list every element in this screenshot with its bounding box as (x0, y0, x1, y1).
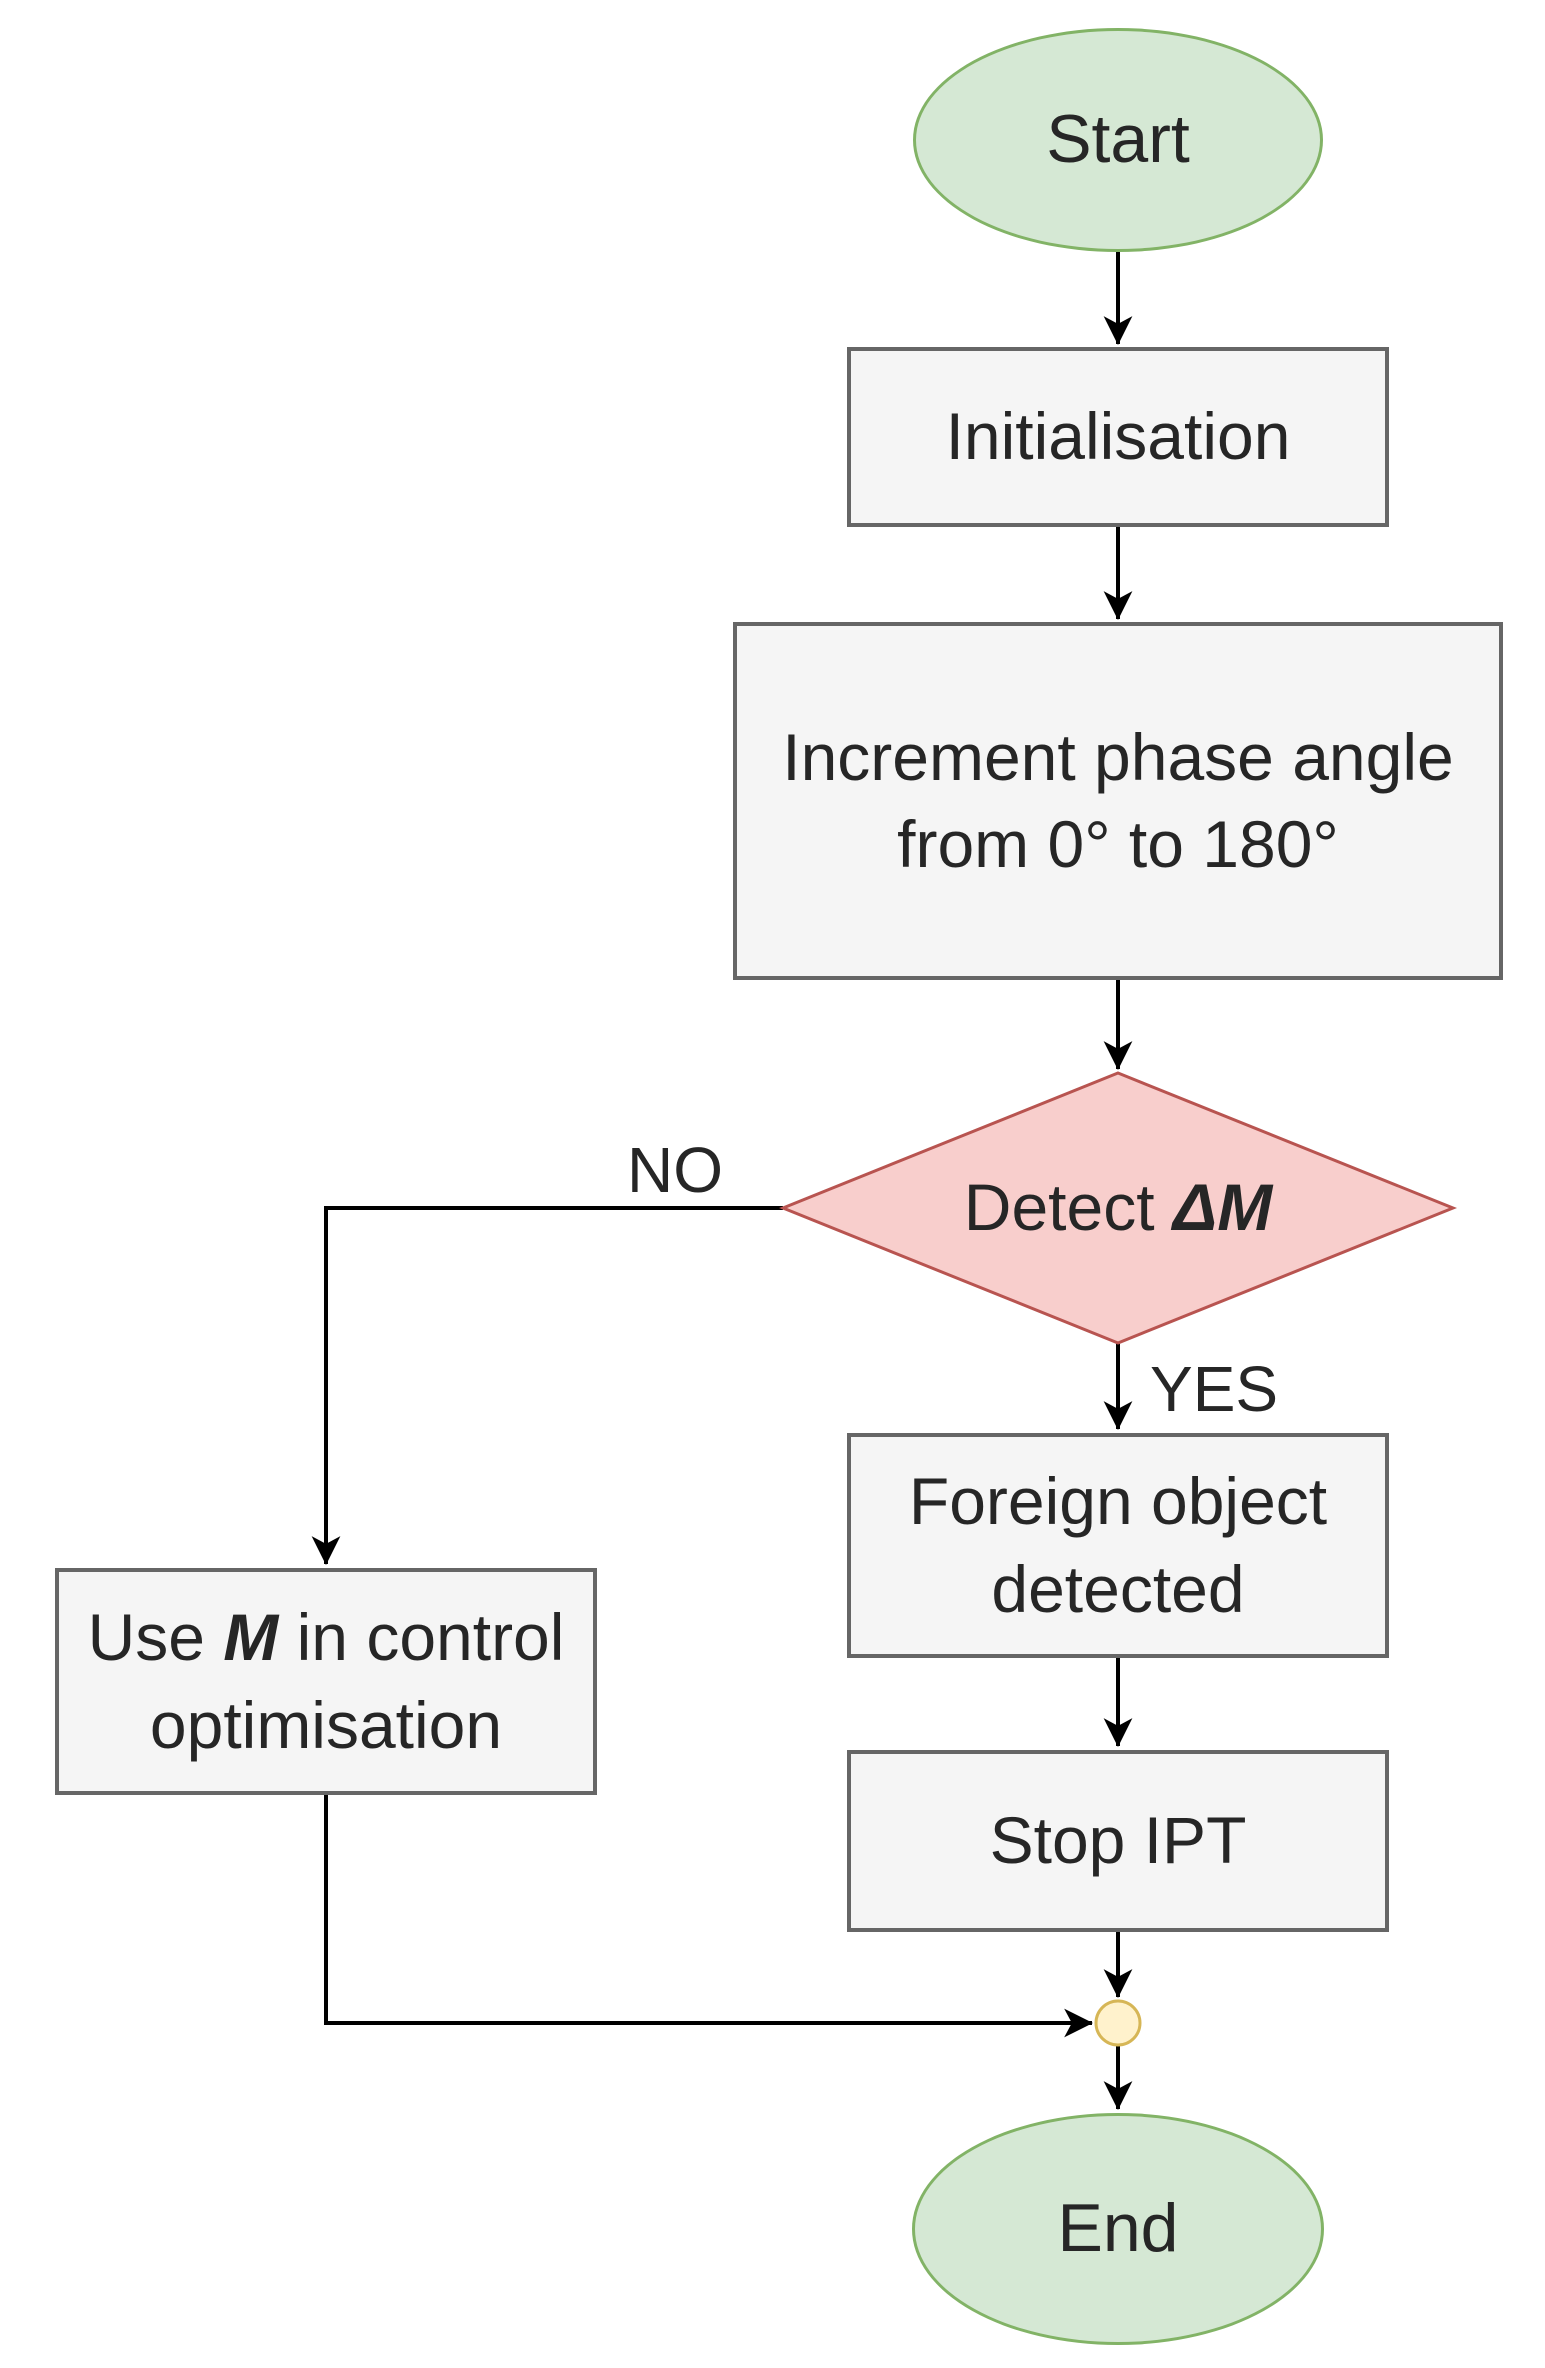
start-label: Start (1046, 101, 1190, 178)
detect-delta-m-decision: Detect ΔM (783, 1073, 1453, 1343)
use-m-in-control-optimisation-process: Use M in control optimisation (55, 1568, 597, 1795)
stop-ipt-label: Stop IPT (989, 1803, 1247, 1878)
decision-diamond-shape (778, 1071, 1458, 1345)
no-branch-label: NO (627, 1134, 723, 1206)
m-symbol: M (223, 1600, 279, 1675)
initialisation-process: Initialisation (847, 347, 1389, 527)
detect-label-prefix: Detect (963, 1170, 1173, 1245)
use-label-prefix: Use (87, 1600, 224, 1675)
detect-delta-m-label: Detect ΔM (783, 1164, 1453, 1251)
merge-connector-shape (1094, 1999, 1142, 2047)
edge-use-to-connector (324, 1795, 1093, 2038)
start-terminal: Start (913, 28, 1323, 252)
stop-ipt-process: Stop IPT (847, 1750, 1389, 1932)
end-label: End (1057, 2190, 1179, 2267)
foreign-object-detected-label: Foreign object detected (908, 1464, 1328, 1626)
foreign-object-detected-process: Foreign object detected (847, 1433, 1389, 1658)
initialisation-label: Initialisation (945, 399, 1291, 474)
increment-phase-angle-label: Increment phase angle from 0° to 180° (782, 719, 1454, 881)
yes-branch-label: YES (1150, 1353, 1279, 1425)
delta-m-symbol: ΔM (1172, 1170, 1273, 1245)
edge-decision-to-use-no (311, 1206, 783, 1565)
use-m-label: Use M in control optimisation (59, 1594, 593, 1768)
end-terminal: End (912, 2113, 1324, 2345)
increment-phase-angle-process: Increment phase angle from 0° to 180° (733, 622, 1503, 980)
use-label-suffix: in control optimisation (149, 1600, 565, 1762)
